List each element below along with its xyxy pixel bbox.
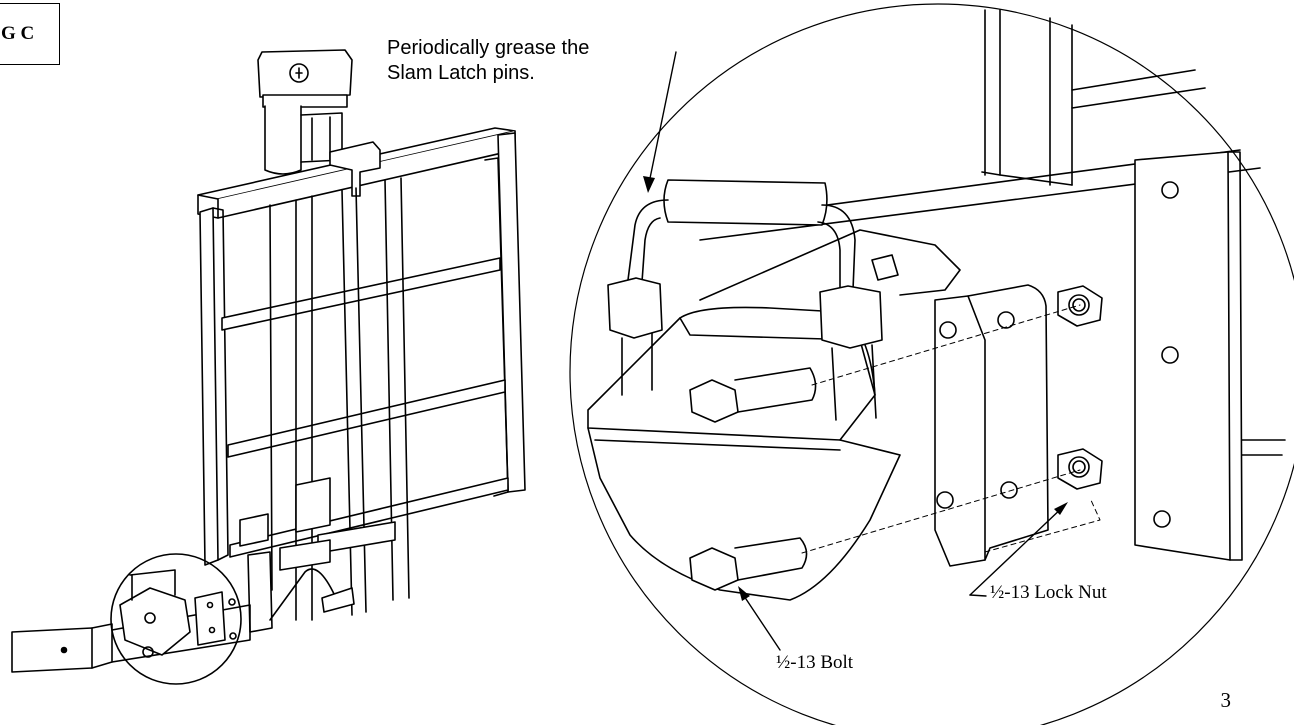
ladder-side-rails [199, 132, 526, 566]
bolt-callout: ½-13 Bolt [776, 652, 854, 673]
lock-nuts [1057, 285, 1103, 490]
hidden-lines [801, 304, 1101, 554]
leader-lines [643, 51, 1068, 651]
ladder-rungs [221, 257, 509, 558]
detail-view [569, 3, 1294, 725]
figure-tag: G C [0, 3, 60, 65]
figure-tag-label: G C [1, 23, 35, 44]
actuator-motor [257, 49, 353, 175]
grease-callout-line1: Periodically grease the [387, 37, 590, 59]
lock-nut-callout: ½-13 Lock Nut [990, 582, 1107, 603]
detail-reference-circle [110, 553, 242, 685]
page-number: 3 [1220, 688, 1232, 712]
small-latch-sketch [119, 569, 237, 658]
grease-pins [607, 179, 899, 421]
carrier-assembly [11, 49, 526, 685]
bolts [689, 367, 817, 591]
grease-callout: Periodically grease the Slam Latch pins. [387, 36, 589, 86]
mounting-plate [934, 284, 1049, 567]
detail-boundary-circle [569, 3, 1294, 725]
bottom-carriage [239, 477, 396, 633]
grease-callout-line2: Slam Latch pins. [387, 62, 535, 84]
